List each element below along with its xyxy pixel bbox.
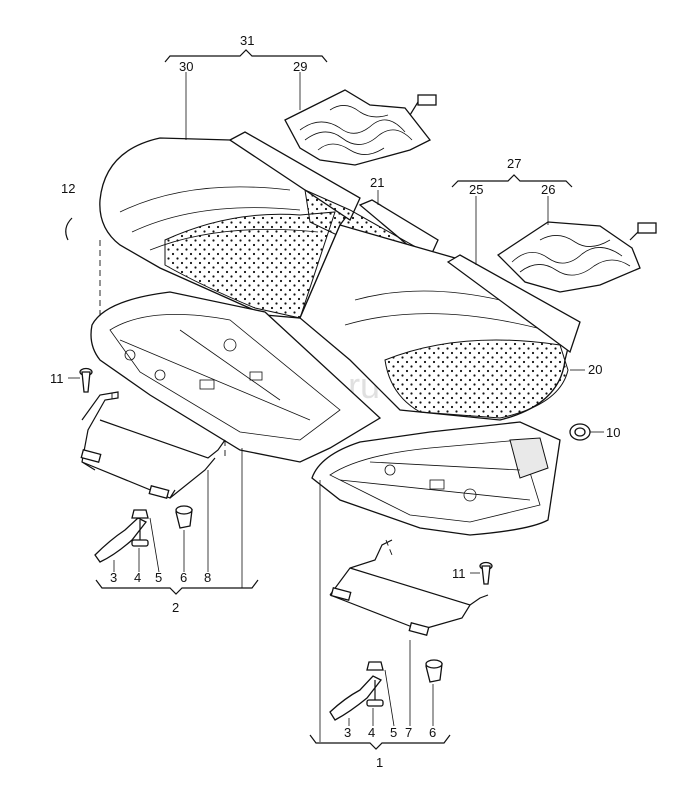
label-29: 29 (293, 59, 307, 74)
label-6-left: 6 (180, 570, 187, 585)
right-seat-pan (311, 421, 561, 536)
label-25: 25 (469, 182, 483, 197)
label-21: 21 (370, 175, 384, 190)
label-2: 2 (172, 600, 179, 615)
leader-lines (68, 72, 604, 742)
seat-cushion (99, 131, 581, 421)
label-26: 26 (541, 182, 555, 197)
strap-3-right (329, 675, 382, 721)
label-3-right: 3 (344, 725, 351, 740)
label-31: 31 (240, 33, 254, 48)
label-11-right: 11 (452, 566, 466, 581)
screw-11-right (479, 561, 493, 585)
bracket-31 (164, 49, 328, 63)
label-3-left: 3 (110, 570, 117, 585)
strap-3-left (94, 517, 147, 563)
rivet-5-left (131, 509, 149, 519)
label-30: 30 (179, 59, 193, 74)
label-27: 27 (507, 156, 521, 171)
right-wire-frame (329, 539, 489, 636)
label-11-left: 11 (50, 371, 64, 386)
clip-12 (65, 217, 73, 241)
label-4-left: 4 (134, 570, 141, 585)
label-5-right: 5 (390, 725, 397, 740)
left-wire-frame (80, 391, 226, 499)
label-5-left: 5 (155, 570, 162, 585)
bracket-27 (451, 174, 573, 188)
bumper-6-right (425, 659, 443, 683)
label-4-right: 4 (368, 725, 375, 740)
left-seat-pan (90, 291, 382, 463)
clip-4-left (131, 520, 149, 547)
guide-lines (99, 240, 393, 556)
label-10: 10 (606, 425, 620, 440)
label-7-right: 7 (405, 725, 412, 740)
label-6-right: 6 (429, 725, 436, 740)
label-1: 1 (376, 755, 383, 770)
rivet-5-right (366, 661, 384, 671)
bumper-6-left (175, 505, 193, 529)
bracket-1 (309, 734, 451, 750)
heating-mat-29 (284, 89, 437, 166)
label-8-left: 8 (204, 570, 211, 585)
screw-11-left (79, 367, 93, 393)
heating-mat-26 (496, 221, 657, 293)
label-12: 12 (61, 181, 75, 196)
label-20: 20 (588, 362, 602, 377)
grommet-10 (569, 423, 591, 441)
clip-4-right (366, 680, 384, 707)
bracket-2 (95, 579, 259, 595)
